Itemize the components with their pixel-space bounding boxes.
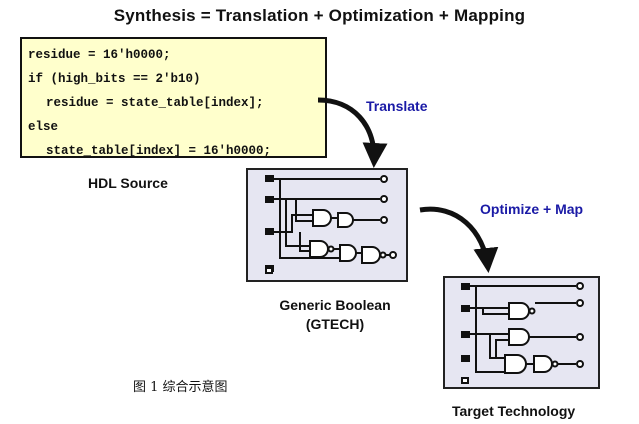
target-circuit xyxy=(461,282,584,384)
code-line-1: residue = 16′h0000; xyxy=(28,48,171,62)
code-line-2: if (high_bits == 2′b10) xyxy=(28,72,201,86)
diagram-title: Synthesis = Translation + Optimization +… xyxy=(113,6,526,25)
optimize-map-label: Optimize + Map xyxy=(480,201,584,217)
target-inputs xyxy=(461,283,470,362)
gtech-inputs xyxy=(265,175,274,272)
translate-label: Translate xyxy=(366,98,428,114)
code-line-3: residue = state_table[index]; xyxy=(46,96,264,110)
translate-arrow xyxy=(317,97,388,168)
hdl-code-box: residue = 16′h0000; if (high_bits == 2′b… xyxy=(20,37,327,158)
generic-boolean-label-line2: (GTECH) xyxy=(305,316,365,332)
code-line-5: state_table[index] = 16′h0000; xyxy=(46,144,272,158)
generic-boolean-label-line1: Generic Boolean xyxy=(279,297,391,313)
code-line-4: else xyxy=(28,120,59,134)
target-outputs xyxy=(576,282,584,368)
gtech-box xyxy=(246,168,408,282)
gtech-outputs xyxy=(380,175,397,259)
optimize-map-arrow xyxy=(419,206,499,273)
figure-caption: 图 1 综合示意图 xyxy=(133,380,228,395)
target-technology-label: Target Technology xyxy=(452,403,576,419)
gtech-circuit xyxy=(265,175,397,274)
hdl-source-label: HDL Source xyxy=(88,175,168,191)
